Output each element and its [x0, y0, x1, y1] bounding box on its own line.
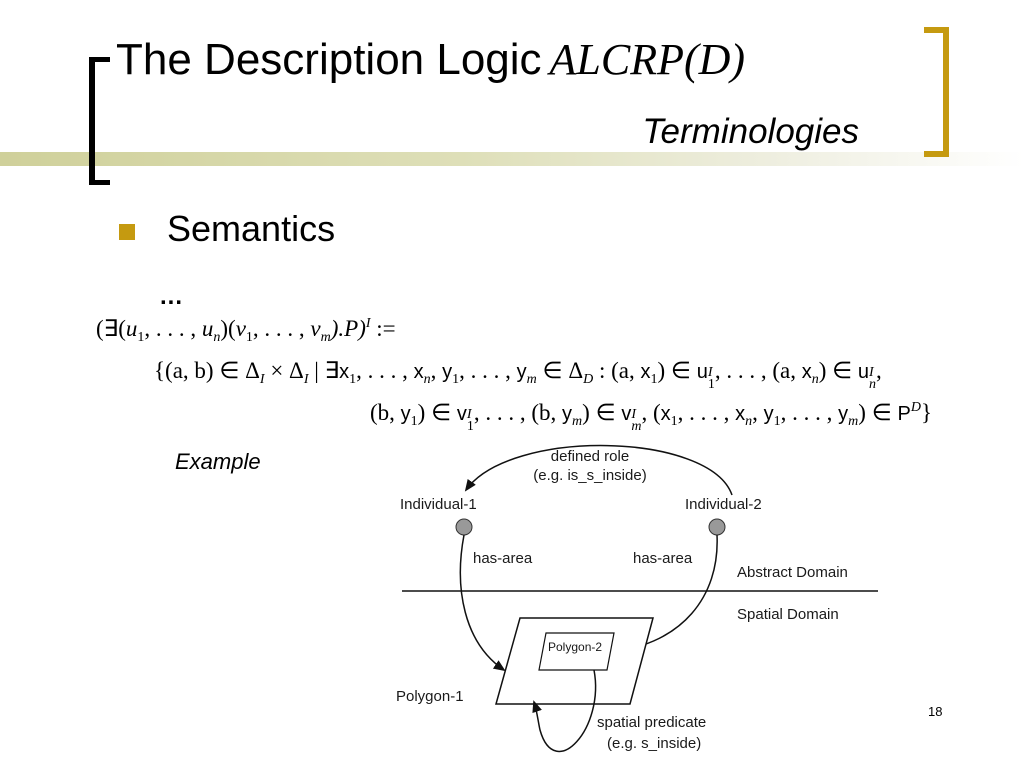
spatial-diagram: defined role (e.g. is_s_inside) Individu…: [396, 444, 878, 753]
spatial-domain-label: Spatial Domain: [737, 606, 839, 623]
page-number: 18: [928, 704, 943, 719]
defined-role-label: defined role: [551, 448, 629, 465]
spatial-predicate-arrow: [532, 669, 597, 753]
spatial-predicate-label: spatial predicate: [597, 714, 706, 731]
logic-name: ALCRP(D): [549, 35, 746, 84]
bullet-semantics: Semantics: [167, 208, 336, 249]
individual-1-label: Individual-1: [400, 496, 477, 513]
spatial-predicate-example: (e.g. s_inside): [607, 735, 701, 752]
has-area-right-label: has-area: [633, 550, 693, 567]
individual-1-node: [455, 518, 473, 536]
ellipsis-text: ...: [160, 283, 184, 310]
left-bracket-decoration: [89, 57, 110, 185]
polygon-2-label: Polygon-2: [548, 640, 602, 654]
bullet-square-icon: [119, 224, 135, 240]
polygon-1-label: Polygon-1: [396, 688, 464, 705]
individual-2-label: Individual-2: [685, 496, 762, 513]
abstract-domain-label: Abstract Domain: [737, 564, 848, 581]
has-area-left-arrow: [459, 534, 506, 672]
has-area-left-label: has-area: [473, 550, 533, 567]
formula-line-1: (∃(u1, . . . , un)(v1, . . . , vm).P)I :…: [96, 316, 396, 345]
defined-role-arrow: [464, 444, 733, 496]
right-bracket-decoration: [924, 27, 949, 157]
polygon-2-shape: [538, 632, 615, 671]
title-text: The Description Logic: [116, 35, 542, 84]
header-band: [0, 152, 1024, 166]
individual-2-node: [708, 518, 726, 536]
formula-line-2: {(a, b) ∈ ΔI × ΔI | ∃x1, . . . , xn, y1,…: [154, 358, 882, 392]
defined-role-example: (e.g. is_s_inside): [533, 467, 646, 484]
slide-subtitle: Terminologies: [642, 112, 859, 151]
example-label: Example: [175, 449, 261, 474]
